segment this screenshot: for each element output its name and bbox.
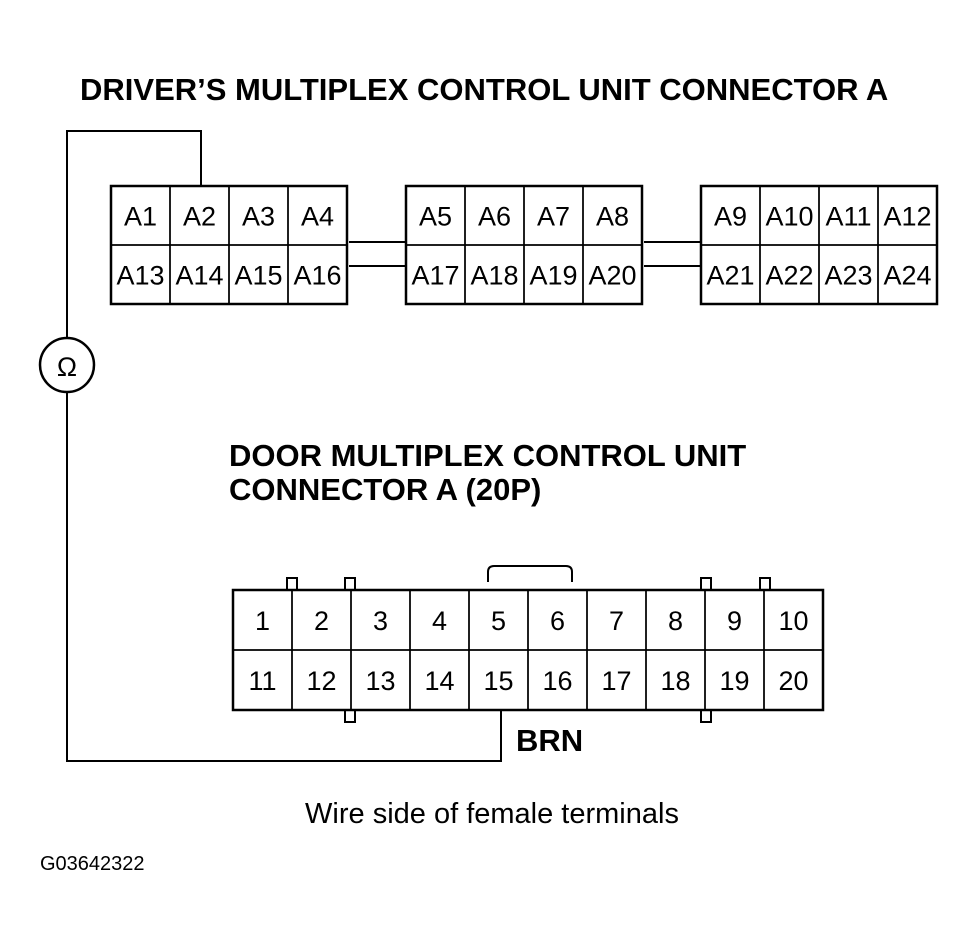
terminal-label-a1: A1 bbox=[124, 202, 157, 232]
ohmmeter-icon: Ω bbox=[38, 336, 96, 394]
terminal-label-a8: A8 bbox=[596, 202, 629, 232]
terminal-cell bbox=[287, 244, 348, 305]
terminal-label-a13: A13 bbox=[116, 261, 164, 291]
terminal-label-5: 5 bbox=[491, 606, 506, 636]
test-lead-upper bbox=[66, 130, 202, 339]
terminal-label-11: 11 bbox=[248, 666, 276, 696]
terminal-label-2: 2 bbox=[314, 606, 329, 636]
terminal-label-a12: A12 bbox=[883, 202, 931, 232]
terminal-label-a24: A24 bbox=[883, 261, 931, 291]
terminal-label-a9: A9 bbox=[714, 202, 747, 232]
diagram-caption: Wire side of female terminals bbox=[305, 798, 679, 830]
ohm-symbol: Ω bbox=[57, 352, 77, 382]
terminal-label-13: 13 bbox=[365, 666, 395, 696]
terminal-label-a15: A15 bbox=[234, 261, 282, 291]
terminal-label-18: 18 bbox=[660, 666, 690, 696]
terminal-label-a19: A19 bbox=[529, 261, 577, 291]
terminal-label-14: 14 bbox=[424, 666, 454, 696]
terminal-label-a18: A18 bbox=[470, 261, 518, 291]
terminal-label-17: 17 bbox=[601, 666, 631, 696]
terminal-label-10: 10 bbox=[778, 606, 808, 636]
door-connector-title-line1: DOOR MULTIPLEX CONTROL UNIT bbox=[229, 438, 746, 473]
terminal-label-4: 4 bbox=[432, 606, 447, 636]
terminal-label-a4: A4 bbox=[301, 202, 334, 232]
terminal-label-16: 16 bbox=[542, 666, 572, 696]
terminal-label-a2: A2 bbox=[183, 202, 216, 232]
terminal-label-1: 1 bbox=[255, 606, 270, 636]
door-connector-title-line2: CONNECTOR A (20P) bbox=[229, 472, 541, 507]
terminal-label-a20: A20 bbox=[588, 261, 636, 291]
terminal-label-a23: A23 bbox=[824, 261, 872, 291]
terminal-label-a14: A14 bbox=[175, 261, 223, 291]
terminal-cell bbox=[763, 649, 824, 711]
terminal-cell bbox=[582, 244, 643, 305]
terminal-label-a16: A16 bbox=[293, 261, 341, 291]
terminal-label-a6: A6 bbox=[478, 202, 511, 232]
terminal-cell bbox=[877, 244, 938, 305]
terminal-label-a21: A21 bbox=[706, 261, 754, 291]
terminal-label-a5: A5 bbox=[419, 202, 452, 232]
terminal-label-3: 3 bbox=[373, 606, 388, 636]
terminal-label-6: 6 bbox=[550, 606, 565, 636]
terminal-label-a7: A7 bbox=[537, 202, 570, 232]
terminal-label-7: 7 bbox=[609, 606, 624, 636]
terminal-label-12: 12 bbox=[306, 666, 336, 696]
terminal-label-8: 8 bbox=[668, 606, 683, 636]
terminal-label-20: 20 bbox=[778, 666, 808, 696]
terminal-label-a17: A17 bbox=[411, 261, 459, 291]
terminal-label-a22: A22 bbox=[765, 261, 813, 291]
terminal-label-9: 9 bbox=[727, 606, 742, 636]
terminal-label-19: 19 bbox=[719, 666, 749, 696]
block-links bbox=[349, 241, 701, 267]
terminal-label-a11: A11 bbox=[825, 202, 871, 232]
connector-latch bbox=[487, 565, 573, 582]
terminal-label-a10: A10 bbox=[765, 202, 813, 232]
terminal-label-a3: A3 bbox=[242, 202, 275, 232]
terminal-label-15: 15 bbox=[483, 666, 513, 696]
test-lead-lower bbox=[66, 391, 502, 762]
figure-code: G03642322 bbox=[40, 853, 145, 875]
wire-color-label: BRN bbox=[516, 723, 583, 758]
driver-connector-title: DRIVER’S MULTIPLEX CONTROL UNIT CONNECTO… bbox=[80, 72, 888, 107]
